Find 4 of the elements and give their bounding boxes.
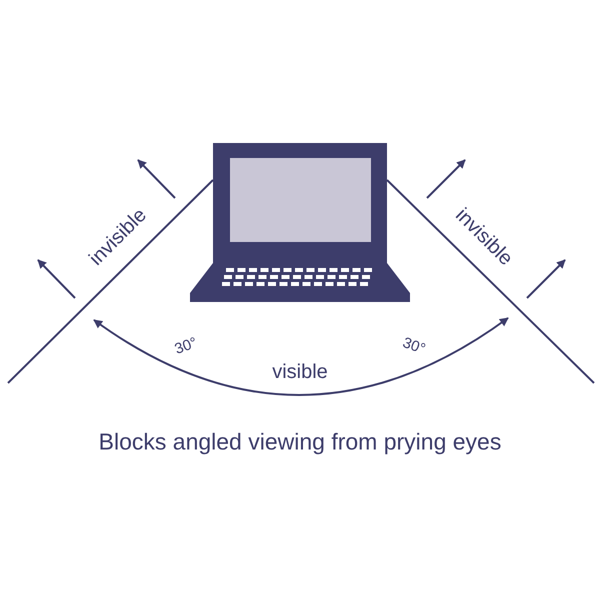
zone-label: visible <box>272 362 328 382</box>
caption: Blocks angled viewing from prying eyes <box>98 430 502 454</box>
angle-label: 30° <box>172 335 200 357</box>
angle-label: 30° <box>400 335 428 357</box>
